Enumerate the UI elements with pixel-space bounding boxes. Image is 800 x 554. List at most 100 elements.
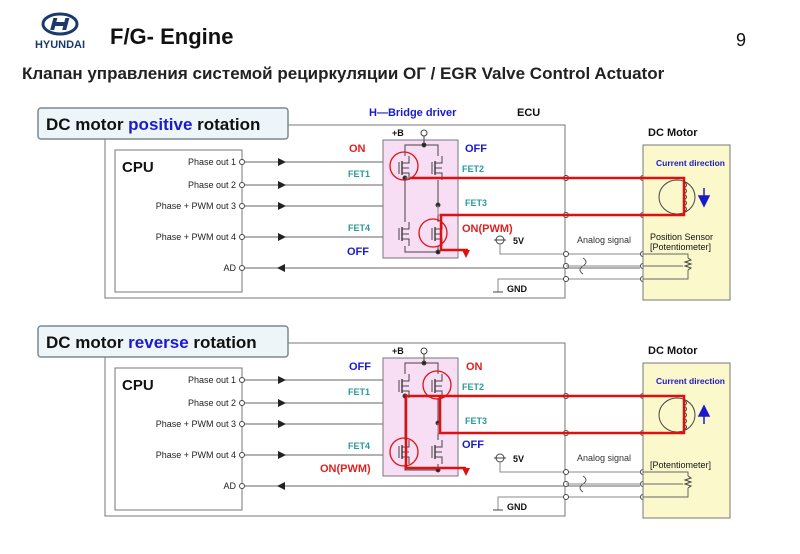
mosfet-icon (398, 156, 410, 180)
terminal (563, 469, 569, 475)
gnd-rail (404, 464, 439, 471)
ground-arrow-icon (462, 250, 470, 258)
supply-terminal (420, 129, 428, 137)
drain (435, 156, 443, 164)
pin-label: Phase out 2 (188, 398, 236, 408)
rail (424, 362, 439, 374)
mosfet-icon (398, 374, 410, 398)
terminal (239, 421, 245, 427)
active-fet-circle (422, 370, 452, 400)
hyundai-logo: HYUNDAI (24, 12, 96, 57)
terminal (640, 430, 646, 436)
ecu-box (104, 124, 566, 299)
v5-terminal (495, 235, 505, 245)
junction (421, 360, 427, 366)
active-fet-circle (389, 151, 419, 181)
fet-state-fet4_state: OFF (347, 246, 369, 258)
source (435, 390, 443, 398)
gnd-line (497, 496, 640, 510)
panel-title-title_suffix: rotation (189, 333, 257, 352)
sensor-label: Position Sensor (650, 232, 713, 242)
v5-label: 5V (513, 236, 524, 246)
drain (402, 222, 410, 230)
arrow-right-icon (278, 399, 286, 407)
junction (421, 142, 427, 148)
mosfet-icon (398, 222, 410, 246)
pin-label: Phase + PWM out 4 (156, 450, 236, 460)
potentiometer-label: [Potentiometer] (650, 242, 711, 252)
terminal (239, 483, 245, 489)
terminal (640, 263, 646, 269)
terminal (563, 263, 569, 269)
rail (404, 136, 425, 156)
hbridge-box (382, 139, 459, 259)
terminal (563, 393, 569, 399)
motor-icon (658, 397, 696, 433)
arrow-left-icon (277, 482, 285, 490)
fet-state-fet3_state: ON(PWM) (462, 223, 513, 235)
v5-line (499, 462, 640, 473)
arrow-right-icon (278, 181, 286, 189)
pot-line (643, 488, 689, 498)
terminal (239, 234, 245, 240)
mosfet-icon (431, 156, 443, 180)
motor-box (642, 144, 731, 301)
pin-label: AD (223, 263, 236, 273)
junction (435, 420, 441, 426)
potentiometer-icon (683, 257, 693, 271)
current-path (410, 176, 686, 252)
current-direction-up-icon (697, 404, 711, 424)
panel-title-box (37, 107, 289, 140)
cpu-box (114, 149, 243, 293)
active-fet-circle (389, 437, 419, 467)
pin-label: Phase out 1 (188, 375, 236, 385)
panel-title-box (37, 325, 289, 358)
terminal (239, 159, 245, 165)
arrow-right-icon (278, 233, 286, 241)
signal-bundle-icon (579, 475, 587, 493)
panel-title-title_highlight: reverse (128, 333, 189, 352)
cpu-label: CPU (122, 159, 154, 176)
drain (402, 156, 410, 164)
fet-label: FET3 (465, 198, 487, 208)
source (435, 456, 443, 464)
fet-label: FET1 (348, 169, 370, 179)
panel-title: DC motor reverse rotation (46, 333, 257, 352)
terminal (640, 212, 646, 218)
arrow-right-icon (278, 420, 286, 428)
analog-signal-label: Analog signal (577, 453, 631, 463)
mosfet-icon (398, 440, 410, 464)
ecu-box (104, 342, 566, 517)
terminal (563, 276, 569, 282)
terminal (563, 251, 569, 257)
terminal (640, 469, 646, 475)
drain (402, 374, 410, 382)
motor-line-b (437, 205, 640, 216)
terminal (239, 265, 245, 271)
ecu-label: ECU (517, 107, 540, 119)
slide-title: Клапан управления системой рециркуляции … (22, 64, 665, 83)
fet-label: FET4 (348, 223, 370, 233)
junction (435, 249, 441, 255)
arrow-right-icon (278, 451, 286, 459)
arrow-right-icon (278, 158, 286, 166)
terminal (563, 212, 569, 218)
coil-icon (683, 399, 687, 431)
terminal (640, 276, 646, 282)
pin-label: Phase out 2 (188, 180, 236, 190)
arrow-left-icon (277, 264, 285, 272)
panel-title: DC motor positive rotation (46, 115, 260, 134)
pot-line (643, 270, 689, 280)
current-direction-label: Current direction (656, 158, 725, 168)
pin-label: Phase + PWM out 3 (156, 419, 236, 429)
source (435, 238, 443, 246)
terminal (640, 393, 646, 399)
panel-title-title_prefix: DC motor (46, 333, 128, 352)
pin-label: Phase out 1 (188, 157, 236, 167)
v5-label: 5V (513, 454, 524, 464)
pot-line (643, 253, 689, 258)
rail (424, 144, 439, 156)
